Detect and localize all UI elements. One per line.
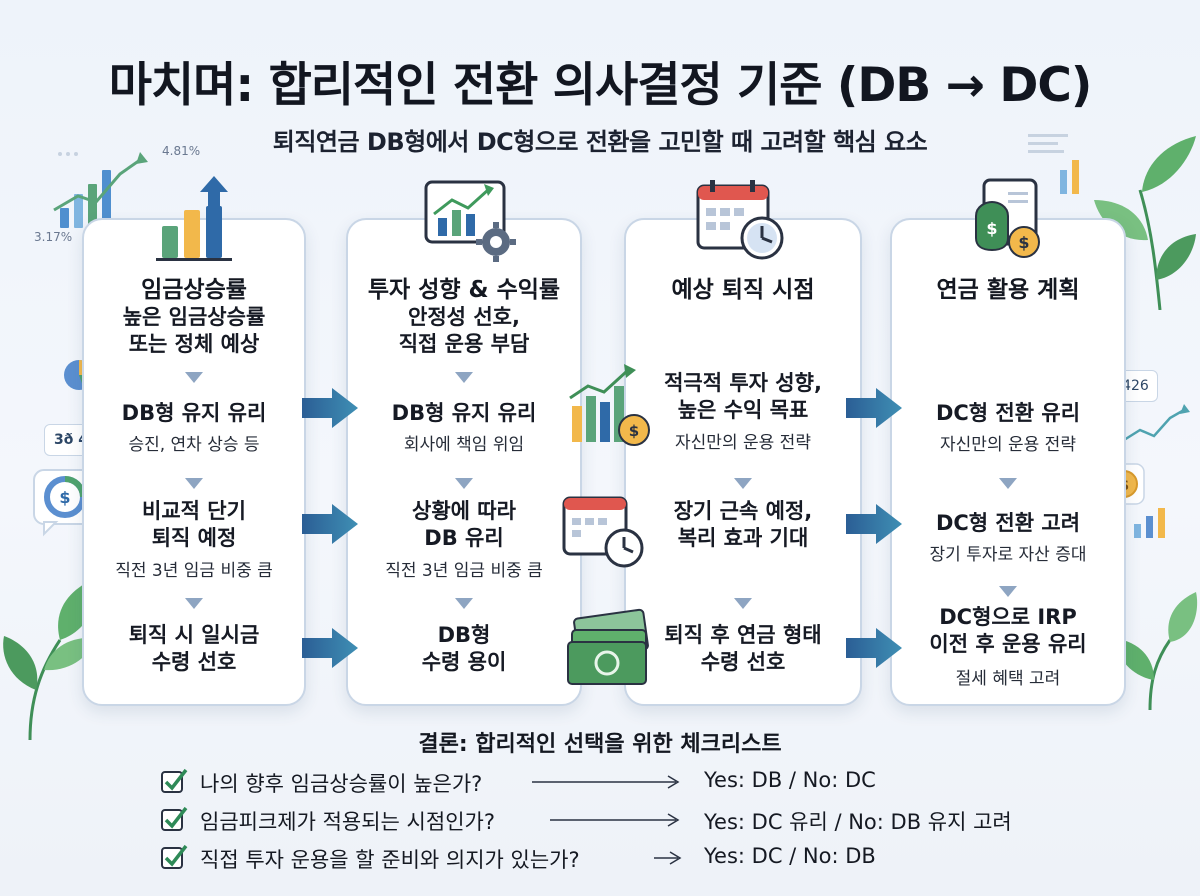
down-arrow-icon: [734, 478, 752, 489]
column-item-main: 높은 임금상승률 또는 정체 예상: [122, 305, 266, 357]
down-arrow-icon: [185, 372, 203, 383]
column-card-wage-growth: 임금상승률 높은 임금상승률 또는 정체 예상 DB형 유지 유리 승진, 연차…: [82, 218, 306, 706]
down-arrow-icon: [999, 586, 1017, 597]
column-item-main: 퇴직 후 연금 형태 수령 선호: [664, 623, 822, 675]
page-subtitle: 퇴직연금 DB형에서 DC형으로 전환을 고민할 때 고려할 핵심 요소: [272, 128, 928, 156]
column-heading: 연금 활용 계획: [936, 277, 1080, 303]
flow-arrow-icon: [302, 628, 358, 668]
column-item-sub: 절세 혜택 고려: [955, 669, 1061, 689]
right-line-chart-icon: [1123, 404, 1190, 442]
calendar-clock-small-icon: [562, 496, 644, 568]
checklist-answer: Yes: DC / No: DB: [704, 844, 876, 868]
column-item-main: 비교적 단기 퇴직 예정: [142, 499, 246, 551]
flow-arrow-icon: [846, 388, 902, 428]
cash-banknotes-icon: [567, 608, 649, 685]
column-heading: 예상 퇴직 시점: [671, 277, 815, 303]
down-arrow-icon: [999, 478, 1017, 489]
chart-gear-icon: [424, 180, 516, 262]
right-arrow-icon: [532, 775, 680, 789]
column-item-main: 상황에 따라 DB 유리: [412, 499, 516, 551]
column-card-retirement-timing: 예상 퇴직 시점 적극적 투자 성향, 높은 수익 목표 자신만의 운용 전략 …: [624, 218, 862, 706]
checklist-item: 나의 향후 임금상승률이 높은가? Yes: DB / No: DC: [160, 766, 1080, 800]
column-item-main: DB형 유지 유리: [391, 401, 537, 425]
svg-text:$: $: [1018, 233, 1029, 252]
column-item-main: DC형으로 IRP 이전 후 운용 유리: [929, 605, 1087, 657]
column-card-investment: 투자 성향 & 수익률 안정성 선호, 직접 운용 부담 DB형 유지 유리 회…: [346, 218, 582, 706]
chart-percent-label: 4.81%: [162, 144, 201, 158]
column-card-pension-plan: 연금 활용 계획 DC형 전환 유리 자신만의 운용 전략 DC형 전환 고려 …: [890, 218, 1126, 706]
top-left-growth-chart-icon: [53, 152, 148, 228]
down-arrow-icon: [734, 598, 752, 609]
checklist-item: 직접 투자 운용을 할 준비와 의지가 있는가? Yes: DC / No: D…: [160, 842, 1080, 876]
svg-text:$: $: [629, 422, 639, 440]
svg-text:$: $: [986, 219, 997, 238]
checklist-item: 임금피크제가 적용되는 시점인가? Yes: DC 유리 / No: DB 유지…: [160, 804, 1080, 838]
down-arrow-icon: [455, 478, 473, 489]
chart-percent-label: 3.17%: [34, 230, 73, 244]
column-item-main: DB형 수령 용이: [421, 623, 507, 675]
down-arrow-icon: [455, 598, 473, 609]
flow-arrow-icon: [302, 388, 358, 428]
down-arrow-icon: [185, 598, 203, 609]
column-item-sub: 자신만의 운용 전략: [940, 435, 1076, 455]
column-item-main: 안정성 선호, 직접 운용 부담: [398, 305, 530, 357]
top-right-bar-chart-icon: [1028, 134, 1079, 194]
checklist-answer: Yes: DB / No: DC: [704, 768, 876, 792]
column-item-main: DC형 전환 유리: [935, 401, 1081, 425]
column-item-sub: 회사에 책임 위임: [403, 435, 525, 455]
flow-arrow-icon: [846, 628, 902, 668]
checklist-question: 직접 투자 운용을 할 준비와 의지가 있는가?: [200, 848, 580, 872]
page-title: 마치며: 합리적인 전환 의사결정 기준 (DB → DC): [108, 58, 1093, 113]
column-heading: 투자 성향 & 수익률: [367, 277, 561, 303]
calendar-clock-icon: [696, 180, 784, 260]
column-item-sub: 직전 3년 임금 비중 큼: [385, 561, 543, 581]
column-item-sub: 승진, 연차 상승 등: [128, 435, 260, 455]
column-item-sub: 장기 투자로 자산 증대: [929, 545, 1087, 565]
conclusion-title: 결론: 합리적인 선택을 위한 체크리스트: [418, 732, 782, 757]
column-item-main: 적극적 투자 성향, 높은 수익 목표: [664, 371, 822, 423]
column-heading: 임금상승률: [141, 277, 247, 303]
column-item-main: DB형 유지 유리: [121, 401, 267, 425]
column-item-main: 퇴직 시 일시금 수령 선호: [128, 623, 260, 675]
money-bag-document-icon: $ $: [975, 178, 1040, 258]
right-arrow-icon: [550, 813, 680, 827]
column-item-main: 장기 근속 예정, 복리 효과 기대: [673, 499, 813, 551]
column-item-sub: 직전 3년 임금 비중 큼: [115, 561, 273, 581]
checklist-answer: Yes: DC 유리 / No: DB 유지 고려: [704, 810, 1012, 834]
checklist-question: 나의 향후 임금상승률이 높은가?: [200, 772, 483, 796]
down-arrow-icon: [455, 372, 473, 383]
bar-chart-up-arrow-icon: [156, 176, 232, 261]
right-small-bars-icon: [1134, 508, 1165, 538]
column-item-main: DC형 전환 고려: [935, 511, 1081, 535]
checkbox-checked-icon: [161, 806, 188, 831]
down-arrow-icon: [185, 478, 203, 489]
growth-chart-coin-icon: $: [569, 364, 650, 446]
flow-arrow-icon: [846, 504, 902, 544]
svg-text:$: $: [59, 488, 70, 507]
right-leaf-plant-icon: [1094, 136, 1196, 310]
checkbox-checked-icon: [161, 844, 188, 869]
checkbox-checked-icon: [161, 768, 188, 793]
right-arrow-icon: [654, 851, 682, 865]
flow-arrow-icon: [302, 504, 358, 544]
column-item-sub: 자신만의 운용 전략: [675, 433, 811, 453]
checklist-question: 임금피크제가 적용되는 시점인가?: [200, 810, 495, 834]
